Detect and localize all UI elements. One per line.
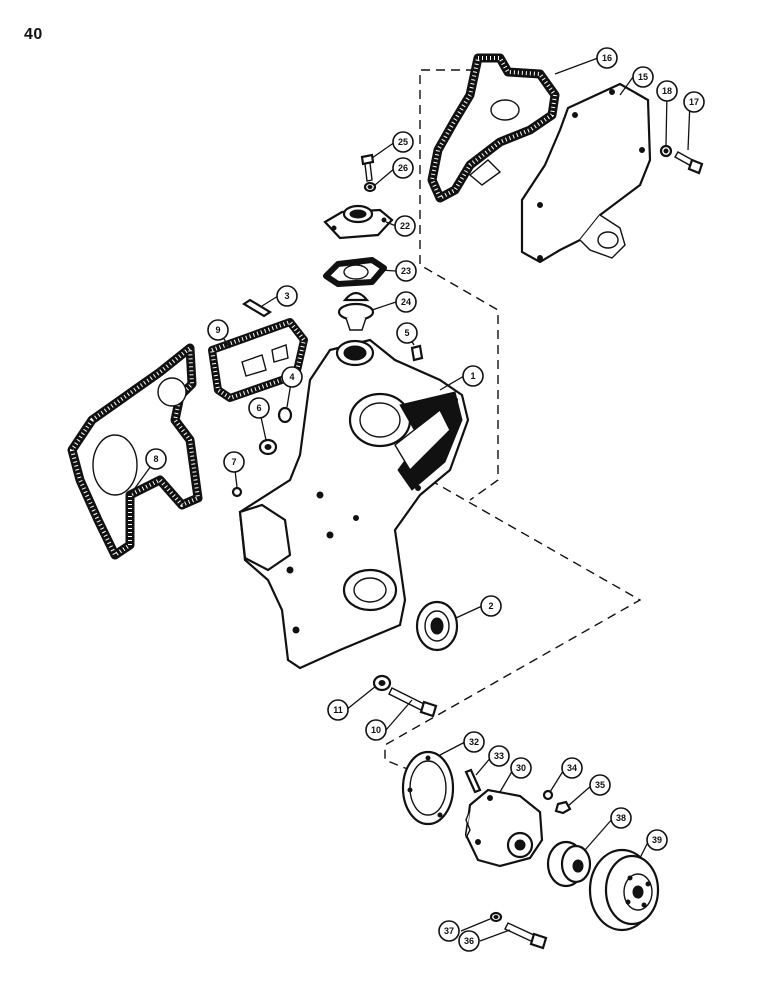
callout-4-label: 4 (289, 372, 294, 382)
water-pump-pulley (588, 848, 660, 932)
callout-10: 10 (365, 719, 387, 741)
callout-17: 17 (683, 91, 705, 113)
callout-9: 9 (207, 319, 229, 341)
callout-1: 1 (462, 365, 484, 387)
callout-3: 3 (276, 285, 298, 307)
page-number: 40 (24, 26, 43, 43)
thermostat-housing-washer (363, 181, 377, 193)
callout-5-label: 5 (404, 328, 409, 338)
plug (277, 406, 293, 424)
callout-18-label: 18 (662, 86, 672, 96)
callout-22: 22 (394, 215, 416, 237)
water-pump-body-gasket (401, 750, 455, 826)
callout-30: 30 (510, 757, 532, 779)
callout-11: 11 (327, 699, 349, 721)
callout-1-label: 1 (470, 371, 475, 381)
pump-stud (464, 768, 482, 794)
callout-34-label: 34 (567, 763, 577, 773)
callout-23-label: 23 (401, 266, 411, 276)
water-pump-housing (520, 82, 652, 264)
callout-2-label: 2 (488, 601, 493, 611)
dowel-sleeve (258, 438, 278, 456)
callout-25: 25 (392, 131, 414, 153)
callout-2: 2 (480, 595, 502, 617)
callout-16-label: 16 (602, 53, 612, 63)
callout-24-label: 24 (401, 297, 411, 307)
pulley-bolt (504, 922, 548, 950)
pump-nut (554, 800, 572, 815)
callout-9-label: 9 (215, 325, 220, 335)
callout-6: 6 (248, 397, 270, 419)
callout-37: 37 (438, 920, 460, 942)
callout-38: 38 (610, 807, 632, 829)
pump-washer (542, 789, 554, 801)
callout-25-label: 25 (398, 137, 408, 147)
callout-3-label: 3 (284, 291, 289, 301)
callout-30-label: 30 (516, 763, 526, 773)
callout-18: 18 (656, 80, 678, 102)
callout-23: 23 (395, 260, 417, 282)
callout-39-label: 39 (652, 835, 662, 845)
callout-33-label: 33 (494, 751, 504, 761)
pulley-washer (489, 911, 503, 923)
callout-36: 36 (458, 930, 480, 952)
thermostat-housing (323, 204, 394, 240)
pump-hub (546, 840, 592, 888)
water-pump-gasket (427, 53, 560, 203)
cover-plug (231, 486, 243, 498)
callout-32-label: 32 (469, 737, 479, 747)
callout-15-label: 15 (638, 72, 648, 82)
callout-24: 24 (395, 291, 417, 313)
callout-7-label: 7 (231, 457, 236, 467)
callout-33: 33 (488, 745, 510, 767)
cover-bolt (388, 687, 438, 718)
callout-32: 32 (463, 731, 485, 753)
callout-8-label: 8 (153, 454, 158, 464)
oil-seal (415, 600, 459, 652)
callout-5: 5 (396, 322, 418, 344)
callout-26: 26 (392, 157, 414, 179)
callout-38-label: 38 (616, 813, 626, 823)
leader-lines (129, 57, 691, 942)
housing-washer (659, 144, 673, 158)
water-pump-body (464, 788, 544, 868)
callout-35-label: 35 (595, 780, 605, 790)
cover-bolt-washer (372, 674, 392, 692)
callout-4: 4 (281, 366, 303, 388)
callout-26-label: 26 (398, 163, 408, 173)
callout-8: 8 (145, 448, 167, 470)
thermostat-gasket (323, 257, 387, 287)
callout-10-label: 10 (371, 725, 381, 735)
callout-36-label: 36 (464, 936, 474, 946)
callout-7: 7 (223, 451, 245, 473)
pipe-plug (410, 344, 424, 362)
thermostat-housing-bolt (360, 153, 375, 182)
callout-6-label: 6 (256, 403, 261, 413)
stud (241, 298, 273, 318)
callout-35: 35 (589, 774, 611, 796)
housing-bolt (674, 151, 704, 175)
callout-17-label: 17 (689, 97, 699, 107)
callout-15: 15 (632, 66, 654, 88)
callout-11-label: 11 (333, 705, 343, 715)
timing-gear-cover (238, 338, 470, 670)
callout-39: 39 (646, 829, 668, 851)
callout-34: 34 (561, 757, 583, 779)
callout-16: 16 (596, 47, 618, 69)
timing-cover-gasket (67, 343, 203, 560)
thermostat (337, 291, 375, 331)
callout-37-label: 37 (444, 926, 454, 936)
callout-22-label: 22 (400, 221, 410, 231)
